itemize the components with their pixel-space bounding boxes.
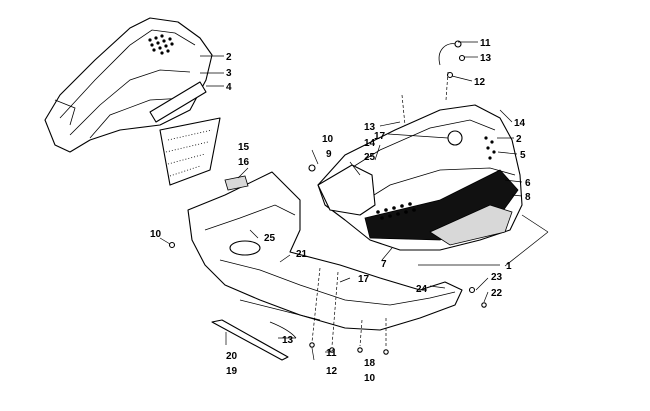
lower-fasteners	[309, 286, 487, 355]
seal-strip-part	[149, 81, 207, 123]
hood-grille-dots	[376, 136, 496, 220]
callout-13-lower: 13	[282, 335, 294, 346]
callout-2-right: 2	[516, 134, 522, 145]
fastener-10-left	[168, 241, 176, 249]
callout-4: 4	[226, 82, 232, 93]
callout-12-lower: 12	[326, 366, 338, 377]
callout-21: 21	[296, 249, 308, 260]
callout-20: 20	[226, 351, 238, 362]
callout-15: 15	[238, 142, 250, 153]
callout-10-lower: 10	[364, 373, 376, 384]
callout-16: 16	[238, 157, 250, 168]
hood-side-panel	[317, 164, 376, 216]
callout-11-top: 11	[480, 38, 491, 49]
callout-22: 22	[491, 288, 503, 299]
callout-25-mid: 25	[364, 152, 376, 163]
foam-pad-part	[159, 117, 221, 186]
callout-14-right: 14	[514, 118, 526, 129]
callout-8: 8	[525, 192, 531, 203]
vent-hose-part	[438, 40, 466, 79]
callout-13-top: 13	[480, 53, 492, 64]
callout-1: 1	[506, 261, 512, 272]
callout-17-top: 17	[374, 131, 386, 142]
belly-pan-part	[187, 171, 463, 331]
windshield-panel-part	[44, 17, 213, 153]
rear-strip-13	[269, 321, 297, 339]
leader-lines	[159, 41, 549, 361]
callout-24: 24	[416, 284, 428, 295]
callout-9: 9	[326, 149, 332, 160]
callout-3: 3	[226, 68, 232, 79]
callout-5: 5	[520, 150, 526, 161]
grille-dots	[148, 34, 174, 55]
callout-13-mid: 13	[364, 122, 376, 133]
callout-17-lower: 17	[358, 274, 370, 285]
hood-part	[317, 104, 523, 251]
callout-11-lower: 11	[326, 348, 337, 359]
callout-12-top: 12	[474, 77, 486, 88]
callout-6: 6	[525, 178, 531, 189]
callout-labels: 2 3 4 11 13 12 13 17 14 2 5 6 8 1 10 9 1…	[150, 38, 531, 384]
callout-2-top-left: 2	[226, 52, 232, 63]
callout-10-left: 10	[150, 229, 162, 240]
callout-7: 7	[381, 259, 387, 270]
callout-10-mid: 10	[322, 134, 334, 145]
callout-23: 23	[491, 272, 503, 283]
callout-18: 18	[364, 358, 376, 369]
callout-19: 19	[226, 366, 238, 377]
callout-14-mid: 14	[364, 138, 376, 149]
fastener-9	[308, 164, 316, 172]
front-bumper-strip	[211, 319, 289, 361]
callout-25-left: 25	[264, 233, 276, 244]
